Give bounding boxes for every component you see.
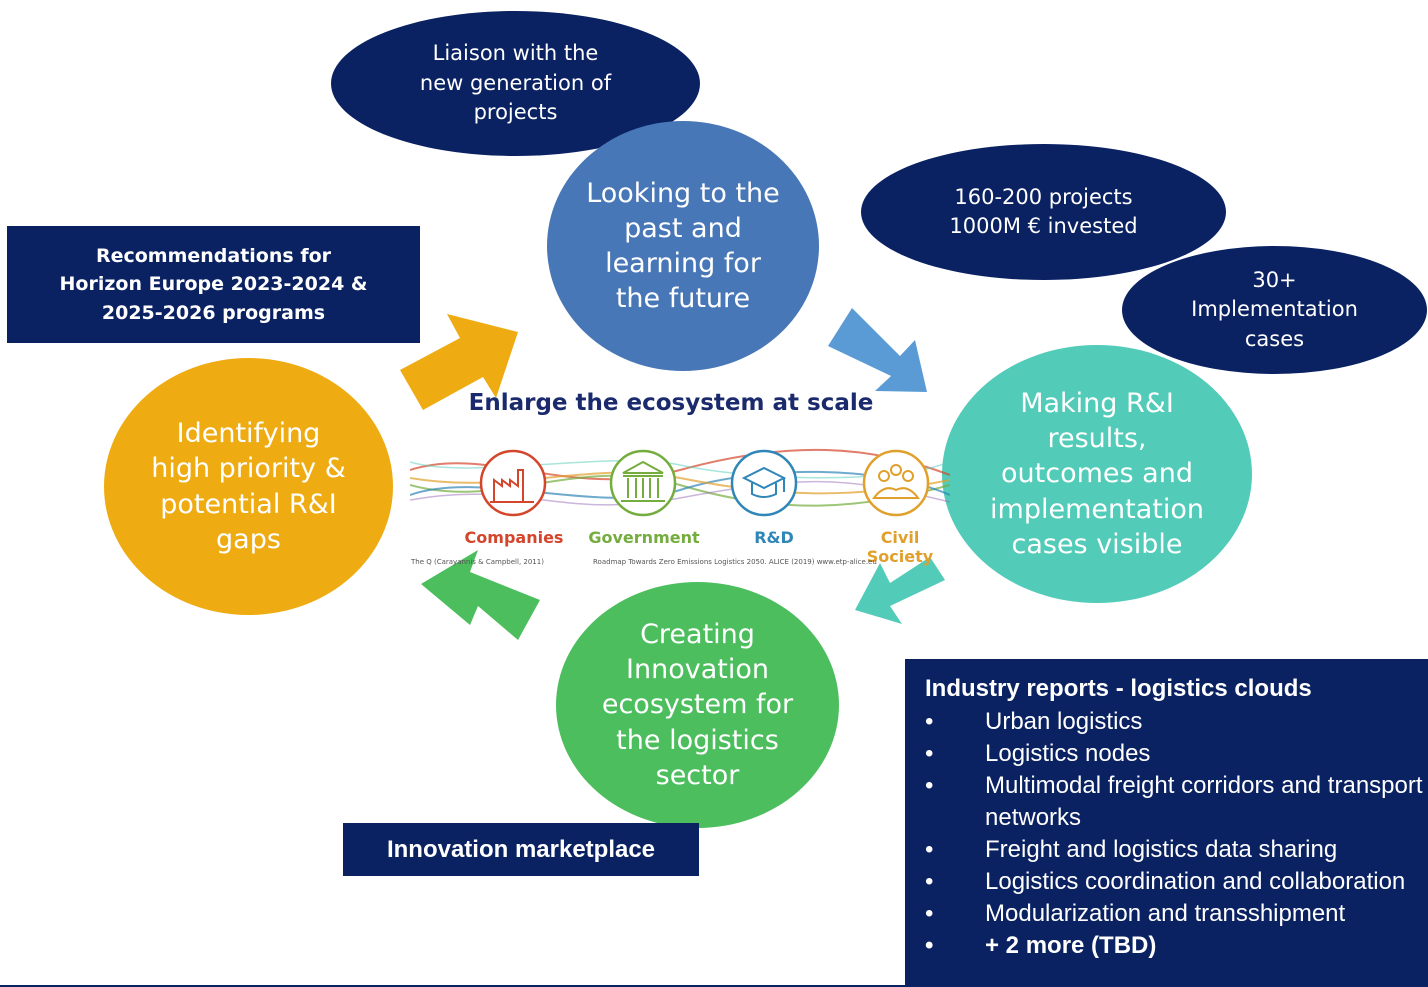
arrow-green [421,550,540,640]
recommendations-text: Recommendations for Horizon Europe 2023-… [59,244,368,324]
reports-title: Industry reports - logistics clouds [925,675,1312,702]
graduation-cap-icon [730,449,798,517]
creating-circle: Creating Innovation ecosystem for the lo… [556,582,839,828]
list-item: Multimodal freight corridors and transpo… [925,770,1428,834]
marketplace-text: Innovation marketplace [386,835,656,863]
arrow-blue [828,308,927,392]
sector-civil-society: Civil Society [866,528,934,566]
sector-rd: R&D [754,528,794,547]
footnote-right: Roadmap Towards Zero Emissions Logistics… [593,558,877,566]
implementation-text: 30+ Implementation cases [1191,267,1358,351]
bottom-divider [0,985,1428,987]
looking-text: Looking to the past and learning for the… [586,177,780,315]
sector-government: Government [588,528,700,547]
ecosystem-title: Enlarge the ecosystem at scale [468,390,874,416]
making-text: Making R&I results, outcomes and impleme… [990,388,1204,560]
list-item: Freight and logistics data sharing [925,834,1428,866]
identifying-text: Identifying high priority & potential R&… [151,418,346,555]
people-group-icon [862,449,930,517]
implementation-ellipse: 30+ Implementation cases [1122,246,1427,374]
liaison-ellipse: Liaison with the new generation of proje… [331,11,700,156]
ecosystem-illustration [410,448,950,517]
sector-companies: Companies [464,528,564,547]
liaison-text: Liaison with the new generation of proje… [419,41,612,125]
list-item: Modularization and transshipment [925,898,1428,930]
arrow-teal [855,557,945,624]
list-item: Urban logistics [925,706,1428,738]
projects-ellipse: 160-200 projects 1000M € invested [861,144,1226,280]
list-item: Logistics nodes [925,738,1428,770]
footnote-left: The Q (Carayannis & Campbell, 2011) [411,558,544,566]
looking-circle: Looking to the past and learning for the… [547,121,819,371]
list-item-more: + 2 more (TBD) [925,930,1428,962]
arrow-yellow [400,314,518,410]
government-building-icon [609,449,677,517]
creating-text: Creating Innovation ecosystem for the lo… [601,619,794,791]
making-circle: Making R&I results, outcomes and impleme… [942,345,1252,603]
recommendations-box: Recommendations for Horizon Europe 2023-… [7,226,420,343]
identifying-circle: Identifying high priority & potential R&… [104,358,393,615]
projects-text: 160-200 projects 1000M € invested [949,184,1138,238]
reports-list: Urban logistics Logistics nodes Multimod… [925,706,1428,962]
marketplace-box: Innovation marketplace [343,823,699,876]
factory-icon [479,449,547,517]
list-item: Logistics coordination and collaboration [925,866,1428,898]
industry-reports-box: Industry reports - logistics clouds Urba… [905,659,1428,987]
